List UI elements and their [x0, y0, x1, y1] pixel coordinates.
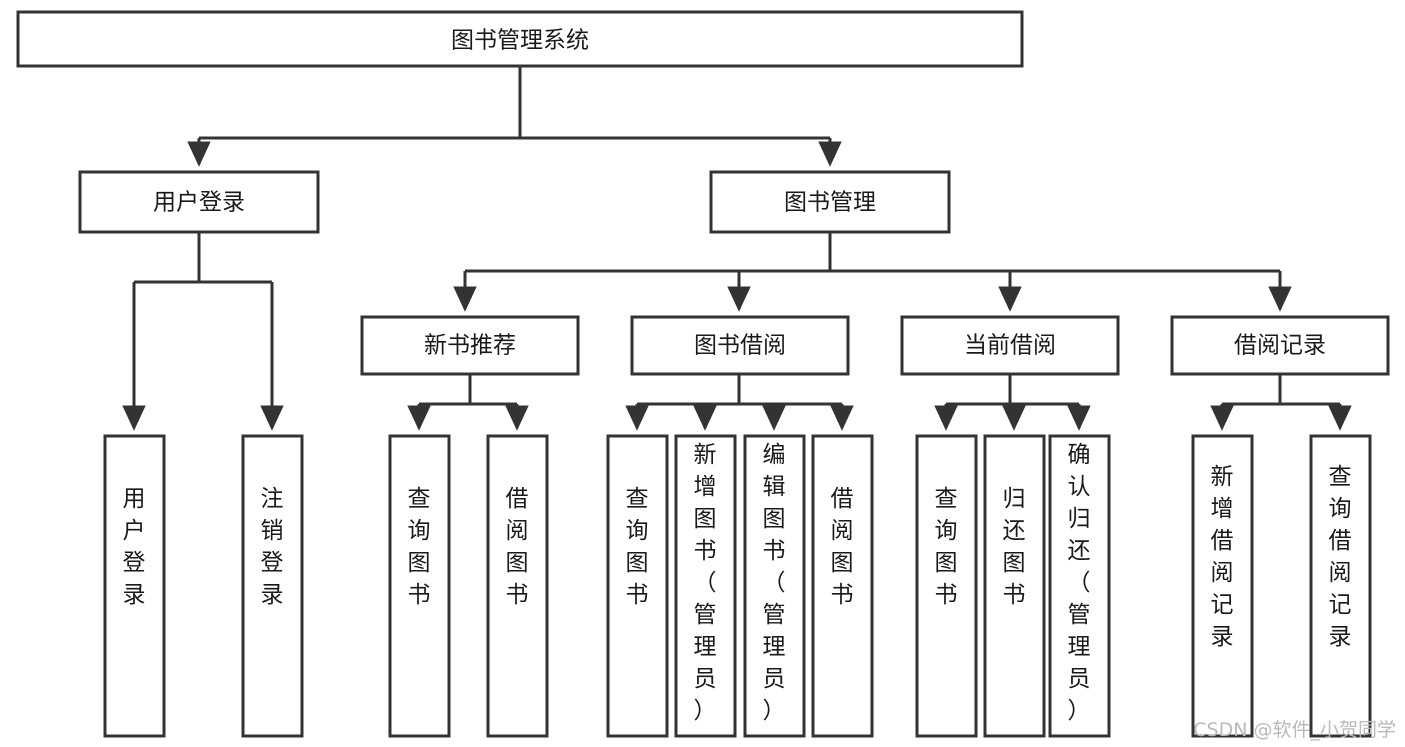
leaf-query-record-box[interactable]: [1309, 434, 1372, 738]
node-new-book-recommend-box[interactable]: [360, 315, 580, 376]
leaf-logout-login[interactable]: 注销登录: [241, 434, 304, 738]
node-book-borrow-label: 图书借阅: [694, 333, 786, 359]
node-new-book-recommend-label: 新书推荐: [424, 333, 516, 359]
node-user-login-box[interactable]: [78, 170, 320, 234]
leaf-query-book-2-label: 查询图书: [626, 486, 649, 608]
node-book-management[interactable]: 图书管理: [709, 170, 951, 234]
leaf-edit-book-label: 编辑图书（管理员）: [763, 442, 786, 724]
leaf-add-record[interactable]: 新增借阅记录: [1191, 434, 1254, 738]
leaf-query-book-3[interactable]: 查询图书: [915, 434, 978, 738]
edges-layer: [122, 66, 1352, 431]
node-root-label: 图书管理系统: [451, 28, 589, 54]
leaf-query-book-1-label: 查询图书: [408, 486, 431, 608]
node-borrow-record-label: 借阅记录: [1234, 333, 1326, 359]
node-current-borrow[interactable]: 当前借阅: [900, 315, 1120, 376]
leaf-user-login[interactable]: 用户登录: [103, 434, 166, 738]
leaf-query-book-3-label: 查询图书: [935, 486, 958, 608]
leaf-logout-login-label: 注销登录: [261, 486, 284, 608]
leaf-logout-login-box[interactable]: [241, 434, 304, 738]
leaf-query-book-1-box[interactable]: [388, 434, 451, 738]
node-user-login[interactable]: 用户登录: [78, 170, 320, 234]
leaf-query-book-1[interactable]: 查询图书: [388, 434, 451, 738]
leaf-query-book-3-box[interactable]: [915, 434, 978, 738]
node-root[interactable]: 图书管理系统: [16, 10, 1024, 68]
node-root-box[interactable]: [16, 10, 1024, 68]
node-current-borrow-box[interactable]: [900, 315, 1120, 376]
leaf-confirm-return-box[interactable]: [1048, 434, 1111, 738]
leaf-add-book-label: 新增图书（管理员）: [694, 442, 717, 724]
node-borrow-record[interactable]: 借阅记录: [1170, 315, 1390, 376]
leaf-edit-book-box[interactable]: [743, 434, 806, 738]
leaf-query-book-2-box[interactable]: [606, 434, 669, 738]
leaf-user-login-box[interactable]: [103, 434, 166, 738]
leaf-return-book-label: 归还图书: [1003, 486, 1026, 608]
watermark-label: CSDN @软件_小贺同学: [1193, 719, 1396, 741]
node-book-borrow[interactable]: 图书借阅: [630, 315, 850, 376]
node-current-borrow-label: 当前借阅: [964, 333, 1056, 359]
leaf-confirm-return-label: 确认归还（管理员）: [1068, 442, 1091, 724]
leaf-query-record-label: 查询借阅记录: [1329, 464, 1352, 650]
leaf-add-record-box[interactable]: [1191, 434, 1254, 738]
leaf-add-record-label: 新增借阅记录: [1211, 464, 1234, 650]
node-new-book-recommend[interactable]: 新书推荐: [360, 315, 580, 376]
leaf-borrow-book-2[interactable]: 借阅图书: [811, 434, 874, 738]
node-book-management-box[interactable]: [709, 170, 951, 234]
leaf-edit-book[interactable]: 编辑图书（管理员）: [743, 434, 806, 738]
leaf-return-book-box[interactable]: [983, 434, 1046, 738]
leaf-query-book-2[interactable]: 查询图书: [606, 434, 669, 738]
leaf-borrow-book-1-box[interactable]: [486, 434, 549, 738]
leaf-borrow-book-2-label: 借阅图书: [831, 486, 854, 608]
leaf-borrow-book-2-box[interactable]: [811, 434, 874, 738]
leaf-borrow-book-1[interactable]: 借阅图书: [486, 434, 549, 738]
node-user-login-label: 用户登录: [153, 190, 245, 216]
leaf-add-book-box[interactable]: [674, 434, 737, 738]
node-book-borrow-box[interactable]: [630, 315, 850, 376]
node-borrow-record-box[interactable]: [1170, 315, 1390, 376]
leaf-borrow-book-1-label: 借阅图书: [506, 486, 529, 608]
leaf-confirm-return[interactable]: 确认归还（管理员）: [1048, 434, 1111, 738]
leaf-query-record[interactable]: 查询借阅记录: [1309, 434, 1372, 738]
leaf-user-login-label: 用户登录: [123, 486, 146, 608]
leaf-return-book[interactable]: 归还图书: [983, 434, 1046, 738]
leaf-add-book[interactable]: 新增图书（管理员）: [674, 434, 737, 738]
node-book-management-label: 图书管理: [784, 190, 876, 216]
